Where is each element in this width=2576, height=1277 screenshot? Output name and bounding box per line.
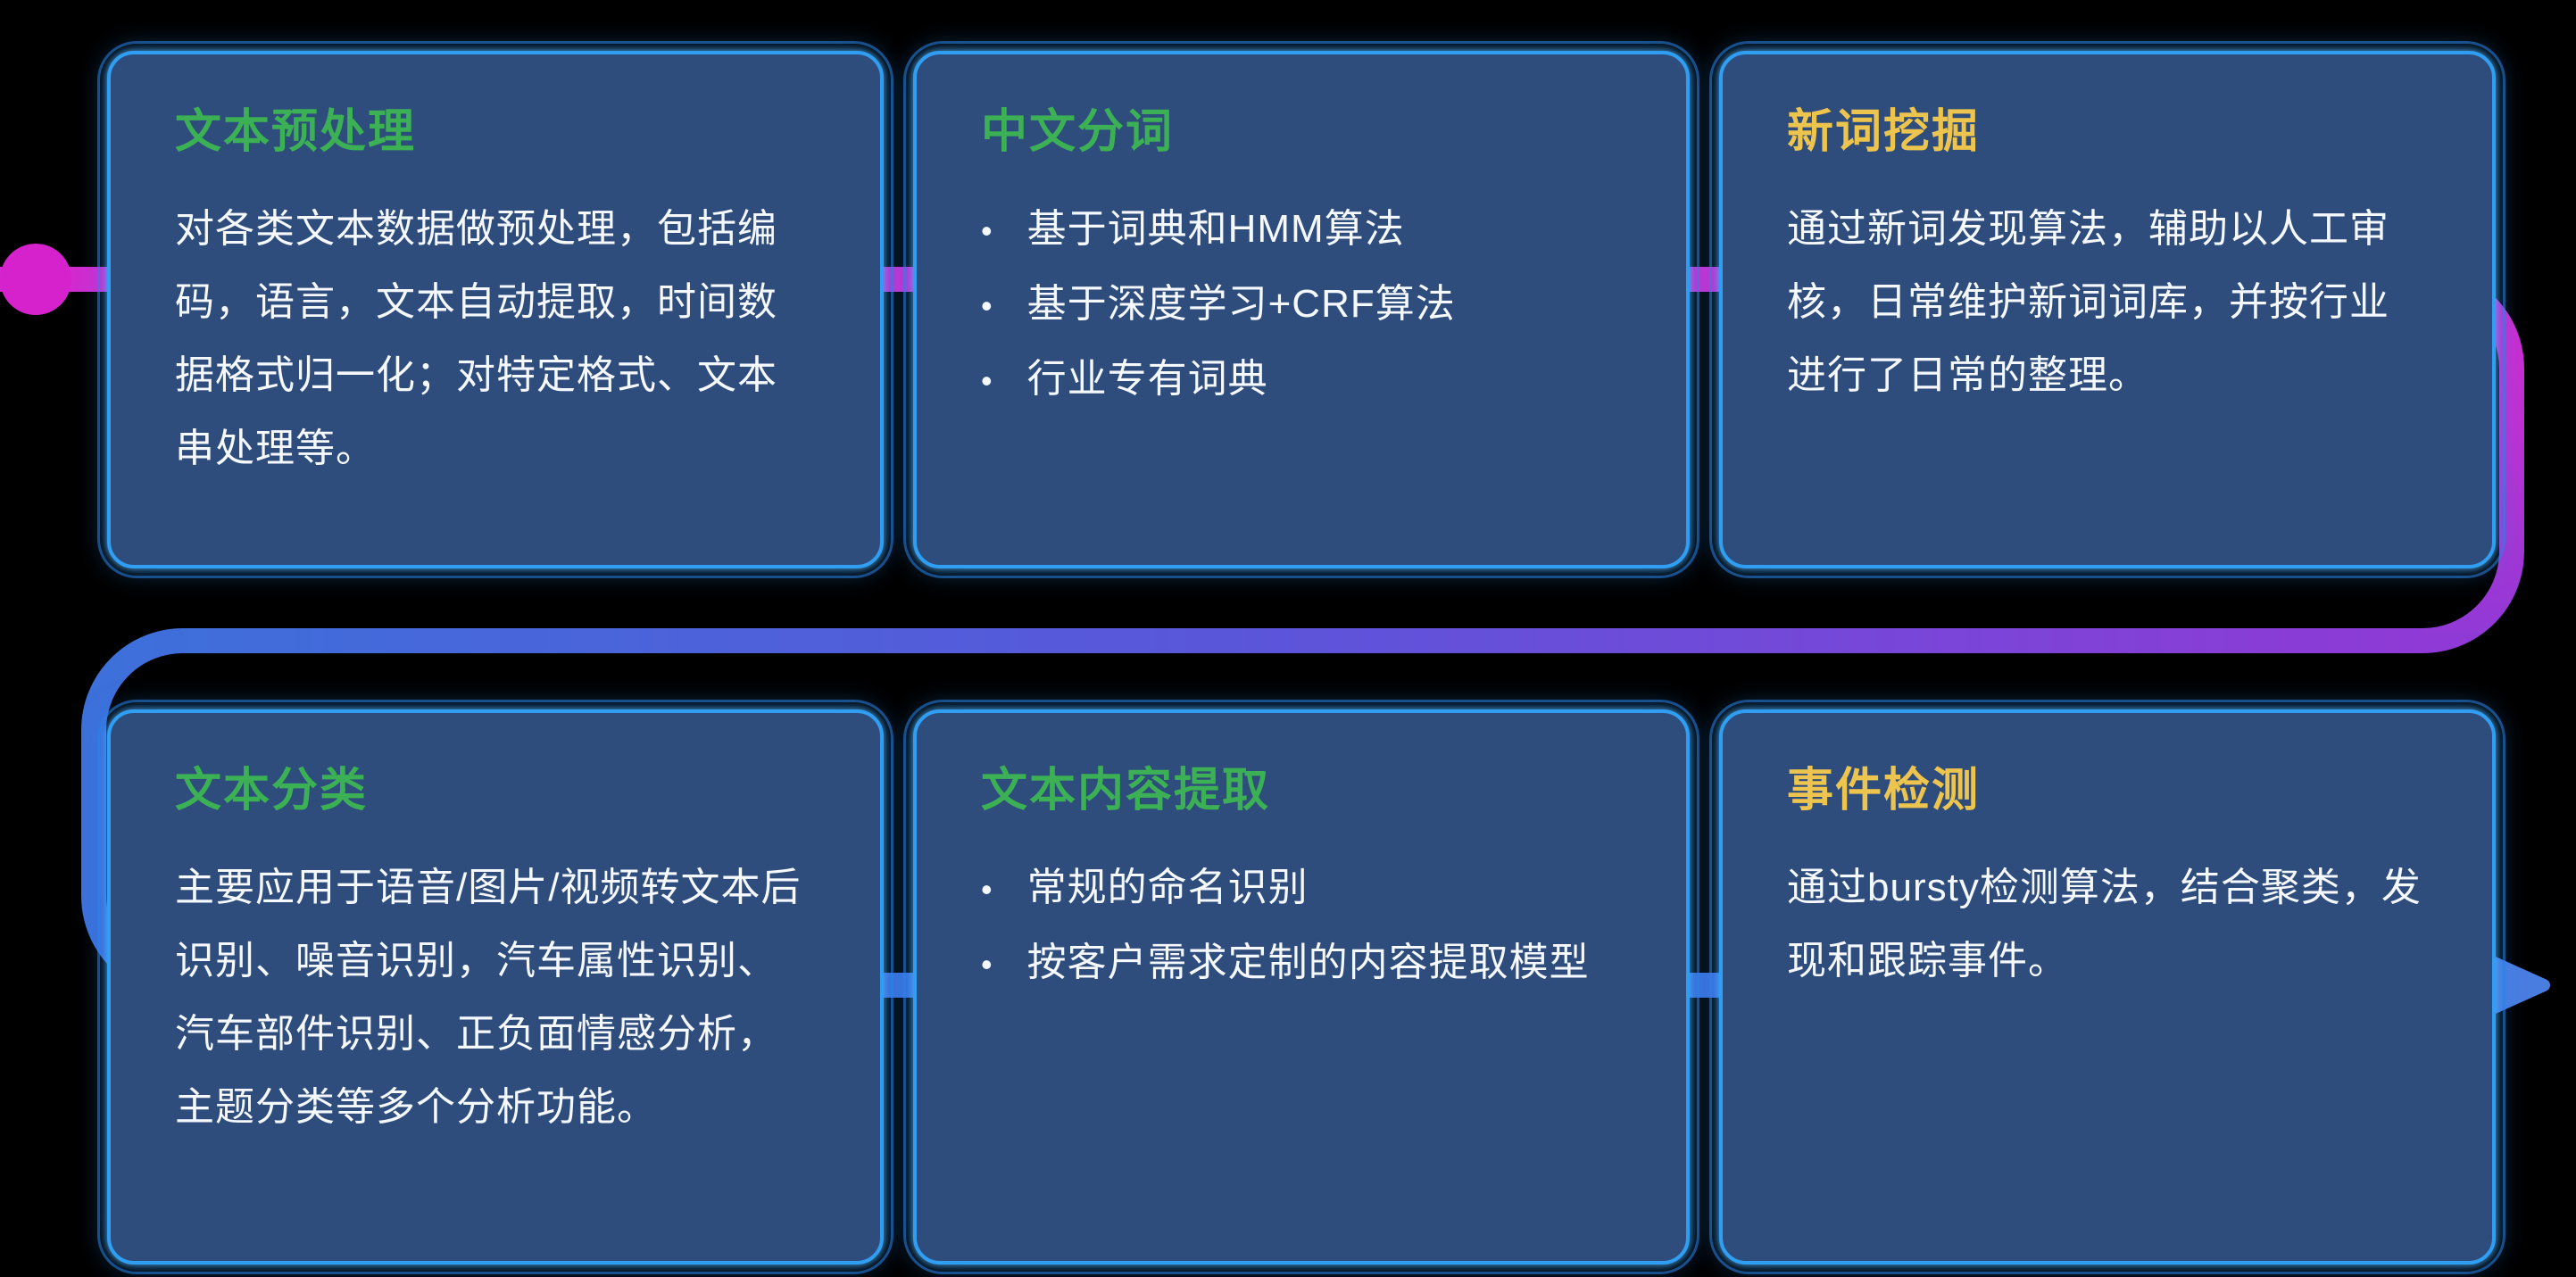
bullet-item: • 基于词典和HMM算法	[981, 193, 1622, 268]
card-row-top: 文本预处理 对各类文本数据做预处理，包括编码，语言，文本自动提取，时间数据格式归…	[97, 41, 2505, 578]
card-title: 事件检测	[1787, 765, 1981, 817]
bullet-item: • 按客户需求定制的内容提取模型	[981, 926, 1622, 1001]
card-body: 通过新词发现算法，辅助以人工审核，日常维护新词词库，并按行业进行了日常的整理。	[1787, 207, 2389, 397]
card-text-content-extraction: 文本内容提取 • 常规的命名识别 • 按客户需求定制的内容提取模型	[903, 700, 1699, 1274]
card-chinese-word-segmentation: 中文分词 • 基于词典和HMM算法 • 基于深度学习+CRF算法 • 行业专有词…	[903, 41, 1699, 578]
bullet-item: • 基于深度学习+CRF算法	[981, 268, 1622, 343]
bullet-dot-icon: •	[981, 212, 993, 249]
card-event-detection: 事件检测 通过bursty检测算法，结合聚类，发现和跟踪事件。	[1709, 700, 2505, 1274]
bullet-text: 常规的命名识别	[1026, 866, 1309, 909]
card-title: 文本内容提取	[981, 765, 1271, 817]
bullet-text: 基于词典和HMM算法	[1026, 207, 1405, 251]
bullet-item: • 行业专有词典	[981, 343, 1622, 418]
bullet-list: • 常规的命名识别 • 按客户需求定制的内容提取模型	[981, 851, 1622, 1001]
bullet-dot-icon: •	[981, 362, 993, 399]
bullet-dot-icon: •	[981, 871, 993, 908]
bullet-text: 基于深度学习+CRF算法	[1026, 282, 1456, 326]
card-title: 新词挖掘	[1787, 106, 1981, 158]
bullet-text: 行业专有词典	[1026, 357, 1268, 401]
bullet-text: 按客户需求定制的内容提取模型	[1026, 941, 1590, 984]
card-title: 文本预处理	[175, 106, 417, 158]
card-body: 对各类文本数据做预处理，包括编码，语言，文本自动提取，时间数据格式归一化；对特定…	[175, 207, 777, 470]
card-title: 文本分类	[175, 765, 369, 817]
card-text-classification: 文本分类 主要应用于语音/图片/视频转文本后识别、噪音识别，汽车属性识别、汽车部…	[97, 700, 893, 1274]
bullet-dot-icon: •	[981, 946, 993, 983]
card-body: 主要应用于语音/图片/视频转文本后识别、噪音识别，汽车属性识别、汽车部件识别、正…	[175, 866, 802, 1129]
card-text-preprocessing: 文本预处理 对各类文本数据做预处理，包括编码，语言，文本自动提取，时间数据格式归…	[97, 41, 893, 578]
bullet-dot-icon: •	[981, 287, 993, 324]
card-title: 中文分词	[981, 106, 1175, 158]
bullet-list: • 基于词典和HMM算法 • 基于深度学习+CRF算法 • 行业专有词典	[981, 193, 1622, 418]
card-row-bottom: 文本分类 主要应用于语音/图片/视频转文本后识别、噪音识别，汽车属性识别、汽车部…	[97, 700, 2505, 1274]
card-body: 通过bursty检测算法，结合聚类，发现和跟踪事件。	[1787, 866, 2422, 983]
flow-start-dot	[0, 244, 71, 315]
card-new-word-mining: 新词挖掘 通过新词发现算法，辅助以人工审核，日常维护新词词库，并按行业进行了日常…	[1709, 41, 2505, 578]
bullet-item: • 常规的命名识别	[981, 851, 1622, 926]
